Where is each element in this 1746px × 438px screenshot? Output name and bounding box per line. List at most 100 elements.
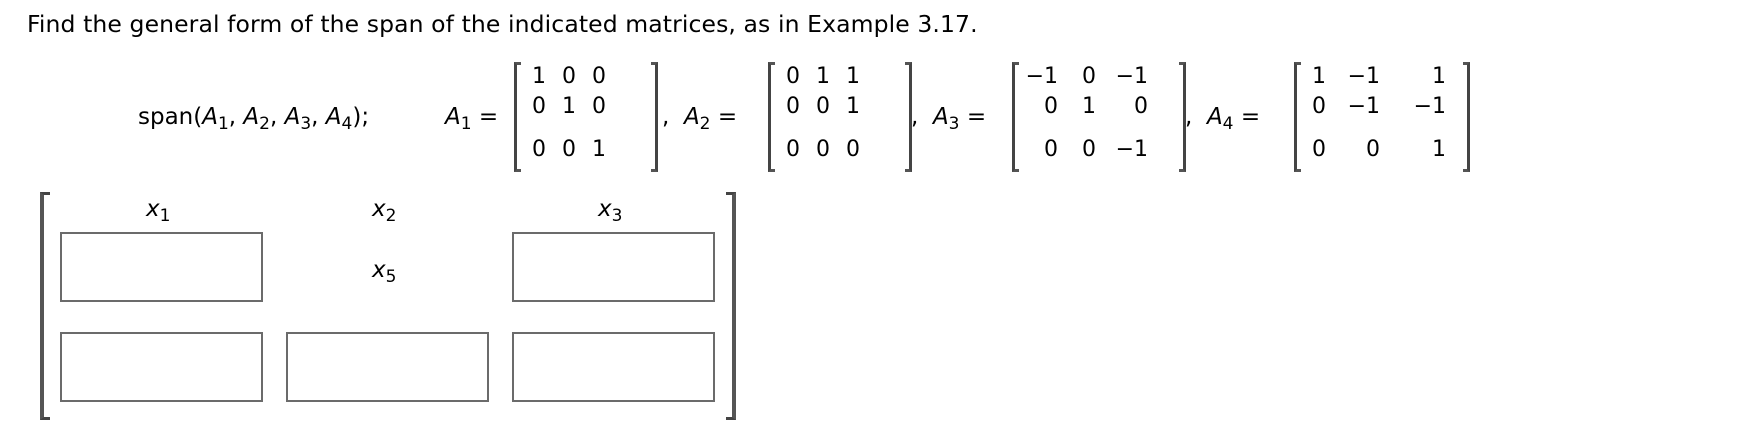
x5-name: x — [372, 257, 386, 283]
a2-name: A — [683, 104, 700, 130]
matrix-a3-label: , A3 = — [911, 104, 986, 134]
a3-r1c1: −1 — [1025, 64, 1058, 89]
x1-name: x — [146, 196, 160, 222]
a1-r1c3: 0 — [592, 64, 606, 89]
column-label-x1: x1 — [146, 196, 170, 226]
a1-r2c2: 1 — [562, 94, 576, 119]
a4-r3c1: 0 — [1312, 137, 1326, 162]
a2-r3c3: 0 — [846, 137, 860, 162]
a2-r2c1: 0 — [786, 94, 800, 119]
span-suffix: ); — [352, 104, 370, 130]
matrix-a3: −1 0 −1 0 1 0 0 0 −1 — [1012, 62, 1186, 174]
answer-input-r2c3[interactable] — [512, 332, 715, 402]
a4-r3c3: 1 — [1432, 137, 1446, 162]
a1-r3c2: 0 — [562, 137, 576, 162]
right-bracket — [1463, 62, 1470, 172]
a3-r3c3: −1 — [1115, 137, 1148, 162]
span-arg-4-sub: 4 — [341, 114, 353, 134]
answer-input-r2c1[interactable] — [60, 332, 263, 402]
span-arg-1: A — [202, 104, 218, 130]
answer-matrix: x1 x2 x3 x5 — [40, 192, 736, 422]
a4-r1c2: −1 — [1347, 64, 1380, 89]
a1-name: A — [445, 104, 461, 130]
a2-r2c3: 1 — [846, 94, 860, 119]
matrix-a1-label: A1 = — [445, 104, 498, 134]
a4-r2c1: 0 — [1312, 94, 1326, 119]
equals-sign: = — [966, 104, 987, 130]
a4-r1c1: 1 — [1312, 64, 1326, 89]
a2-r1c3: 1 — [846, 64, 860, 89]
span-prefix: span( — [138, 104, 203, 130]
left-bracket — [1012, 62, 1019, 172]
a1-sub: 1 — [460, 114, 472, 134]
left-bracket — [768, 62, 775, 172]
answer-input-r1c3[interactable] — [512, 232, 715, 302]
a3-r2c1: 0 — [1044, 94, 1058, 119]
equals-sign: = — [1240, 104, 1261, 130]
matrix-a4: 1 −1 1 0 −1 −1 0 0 1 — [1294, 62, 1470, 174]
a3-r3c2: 0 — [1082, 137, 1096, 162]
equals-sign: = — [478, 104, 499, 130]
a1-r2c1: 0 — [532, 94, 546, 119]
problem-statement: span(A1, A2, A3, A4); A1 = 1 0 0 0 1 0 0… — [0, 60, 1746, 175]
a4-sub: 4 — [1222, 114, 1234, 134]
a3-r1c3: −1 — [1115, 64, 1148, 89]
a4-r1c3: 1 — [1432, 64, 1446, 89]
span-arg-2: A — [243, 104, 260, 130]
span-arg-3: A — [284, 104, 301, 130]
answer-input-r2c2[interactable] — [286, 332, 489, 402]
x2-name: x — [372, 196, 386, 222]
a1-r1c2: 0 — [562, 64, 576, 89]
comma: , — [1185, 104, 1193, 130]
right-bracket — [1179, 62, 1186, 172]
span-arg-3-sub: 3 — [300, 114, 312, 134]
matrix-a2: 0 1 1 0 0 1 0 0 0 — [768, 62, 912, 174]
right-bracket — [905, 62, 912, 172]
span-expression: span(A1, A2, A3, A4); — [138, 104, 370, 134]
middle-label-x5: x5 — [372, 257, 396, 287]
a2-r3c1: 0 — [786, 137, 800, 162]
column-label-x3: x3 — [598, 196, 622, 226]
span-arg-1-sub: 1 — [217, 114, 229, 134]
a2-r2c2: 0 — [816, 94, 830, 119]
a3-r3c1: 0 — [1044, 137, 1058, 162]
a3-r1c2: 0 — [1082, 64, 1096, 89]
a2-r1c2: 1 — [816, 64, 830, 89]
a4-r2c2: −1 — [1347, 94, 1380, 119]
question-text: Find the general form of the span of the… — [27, 10, 978, 38]
equals-sign: = — [717, 104, 738, 130]
a2-r1c1: 0 — [786, 64, 800, 89]
x3-name: x — [598, 196, 612, 222]
matrix-a4-label: , A4 = — [1185, 104, 1260, 134]
a1-r3c3: 1 — [592, 137, 606, 162]
a4-r3c2: 0 — [1366, 137, 1380, 162]
span-arg-2-sub: 2 — [259, 114, 270, 134]
matrix-a1: 1 0 0 0 1 0 0 0 1 — [514, 62, 658, 174]
column-label-x2: x2 — [372, 196, 396, 226]
a3-sub: 3 — [948, 114, 960, 134]
x5-sub: 5 — [385, 267, 397, 287]
comma: , — [911, 104, 919, 130]
answer-input-r1c1[interactable] — [60, 232, 263, 302]
a3-name: A — [932, 104, 949, 130]
left-bracket — [514, 62, 521, 172]
a1-r3c1: 0 — [532, 137, 546, 162]
a4-name: A — [1206, 104, 1223, 130]
a1-r2c3: 0 — [592, 94, 606, 119]
x1-sub: 1 — [159, 206, 171, 226]
answer-left-bracket — [40, 192, 50, 420]
span-arg-4: A — [325, 104, 342, 130]
x2-sub: 2 — [385, 206, 397, 226]
answer-right-bracket — [726, 192, 736, 420]
comma: , — [662, 104, 670, 130]
matrix-a2-label: , A2 = — [662, 104, 737, 134]
a3-r2c2: 1 — [1082, 94, 1096, 119]
right-bracket — [651, 62, 658, 172]
a2-r3c2: 0 — [816, 137, 830, 162]
x3-sub: 3 — [611, 206, 623, 226]
a1-r1c1: 1 — [532, 64, 546, 89]
a3-r2c3: 0 — [1134, 94, 1148, 119]
left-bracket — [1294, 62, 1301, 172]
a2-sub: 2 — [699, 114, 711, 134]
a4-r2c3: −1 — [1413, 94, 1446, 119]
